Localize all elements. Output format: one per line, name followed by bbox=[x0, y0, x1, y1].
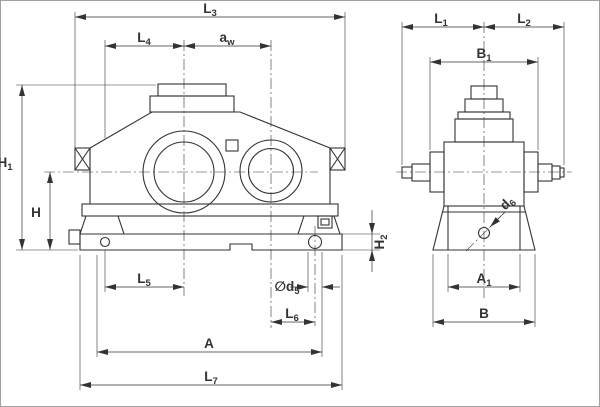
housing-flange bbox=[81, 203, 339, 217]
right-foot bbox=[297, 215, 341, 235]
dim-label-L1: L1 bbox=[434, 11, 448, 29]
dim-label-B1: B1 bbox=[476, 46, 492, 64]
dim-label-B: B bbox=[479, 306, 489, 321]
dimension-labels: L3 L4 aw L1 L2 B1 H1 H L5 ∅d5 L6 H2 A L7… bbox=[0, 1, 531, 387]
dim-label-aw: aw bbox=[220, 30, 236, 48]
dim-label-d5: ∅d5 bbox=[274, 279, 300, 297]
side-view bbox=[401, 85, 565, 251]
left-shaft-end bbox=[401, 166, 413, 179]
left-foot bbox=[79, 215, 125, 235]
drain-plug bbox=[317, 215, 333, 229]
dim-label-A1: A1 bbox=[476, 271, 492, 289]
dim-label-L2: L2 bbox=[517, 11, 531, 29]
breather-plug bbox=[225, 139, 239, 152]
right-shaft-step bbox=[537, 163, 553, 182]
extension-lines bbox=[16, 12, 565, 390]
dim-label-L4: L4 bbox=[137, 30, 151, 48]
left-lug bbox=[74, 147, 91, 171]
dim-label-L6: L6 bbox=[285, 306, 299, 324]
dim-label-H2: H2 bbox=[372, 234, 390, 249]
left-foot-hole bbox=[99, 236, 111, 248]
base-foot bbox=[432, 205, 536, 251]
dim-label-L5: L5 bbox=[137, 271, 151, 289]
dim-label-H1: H1 bbox=[0, 155, 13, 173]
inspection-cap-base bbox=[149, 95, 235, 113]
dim-label-L7: L7 bbox=[204, 369, 218, 387]
leader-line-d6 bbox=[489, 211, 506, 228]
front-view bbox=[68, 83, 346, 251]
centerlines bbox=[44, 22, 572, 328]
left-shaft-step bbox=[411, 163, 431, 182]
base-plate bbox=[79, 233, 343, 251]
dim-label-A: A bbox=[204, 336, 214, 351]
dimension-lines bbox=[19, 14, 564, 388]
right-lug bbox=[329, 147, 346, 171]
left-tab bbox=[68, 229, 81, 245]
dim-label-H: H bbox=[31, 205, 41, 220]
inspection-cap-top bbox=[157, 83, 227, 97]
dim-label-L3: L3 bbox=[203, 1, 217, 19]
